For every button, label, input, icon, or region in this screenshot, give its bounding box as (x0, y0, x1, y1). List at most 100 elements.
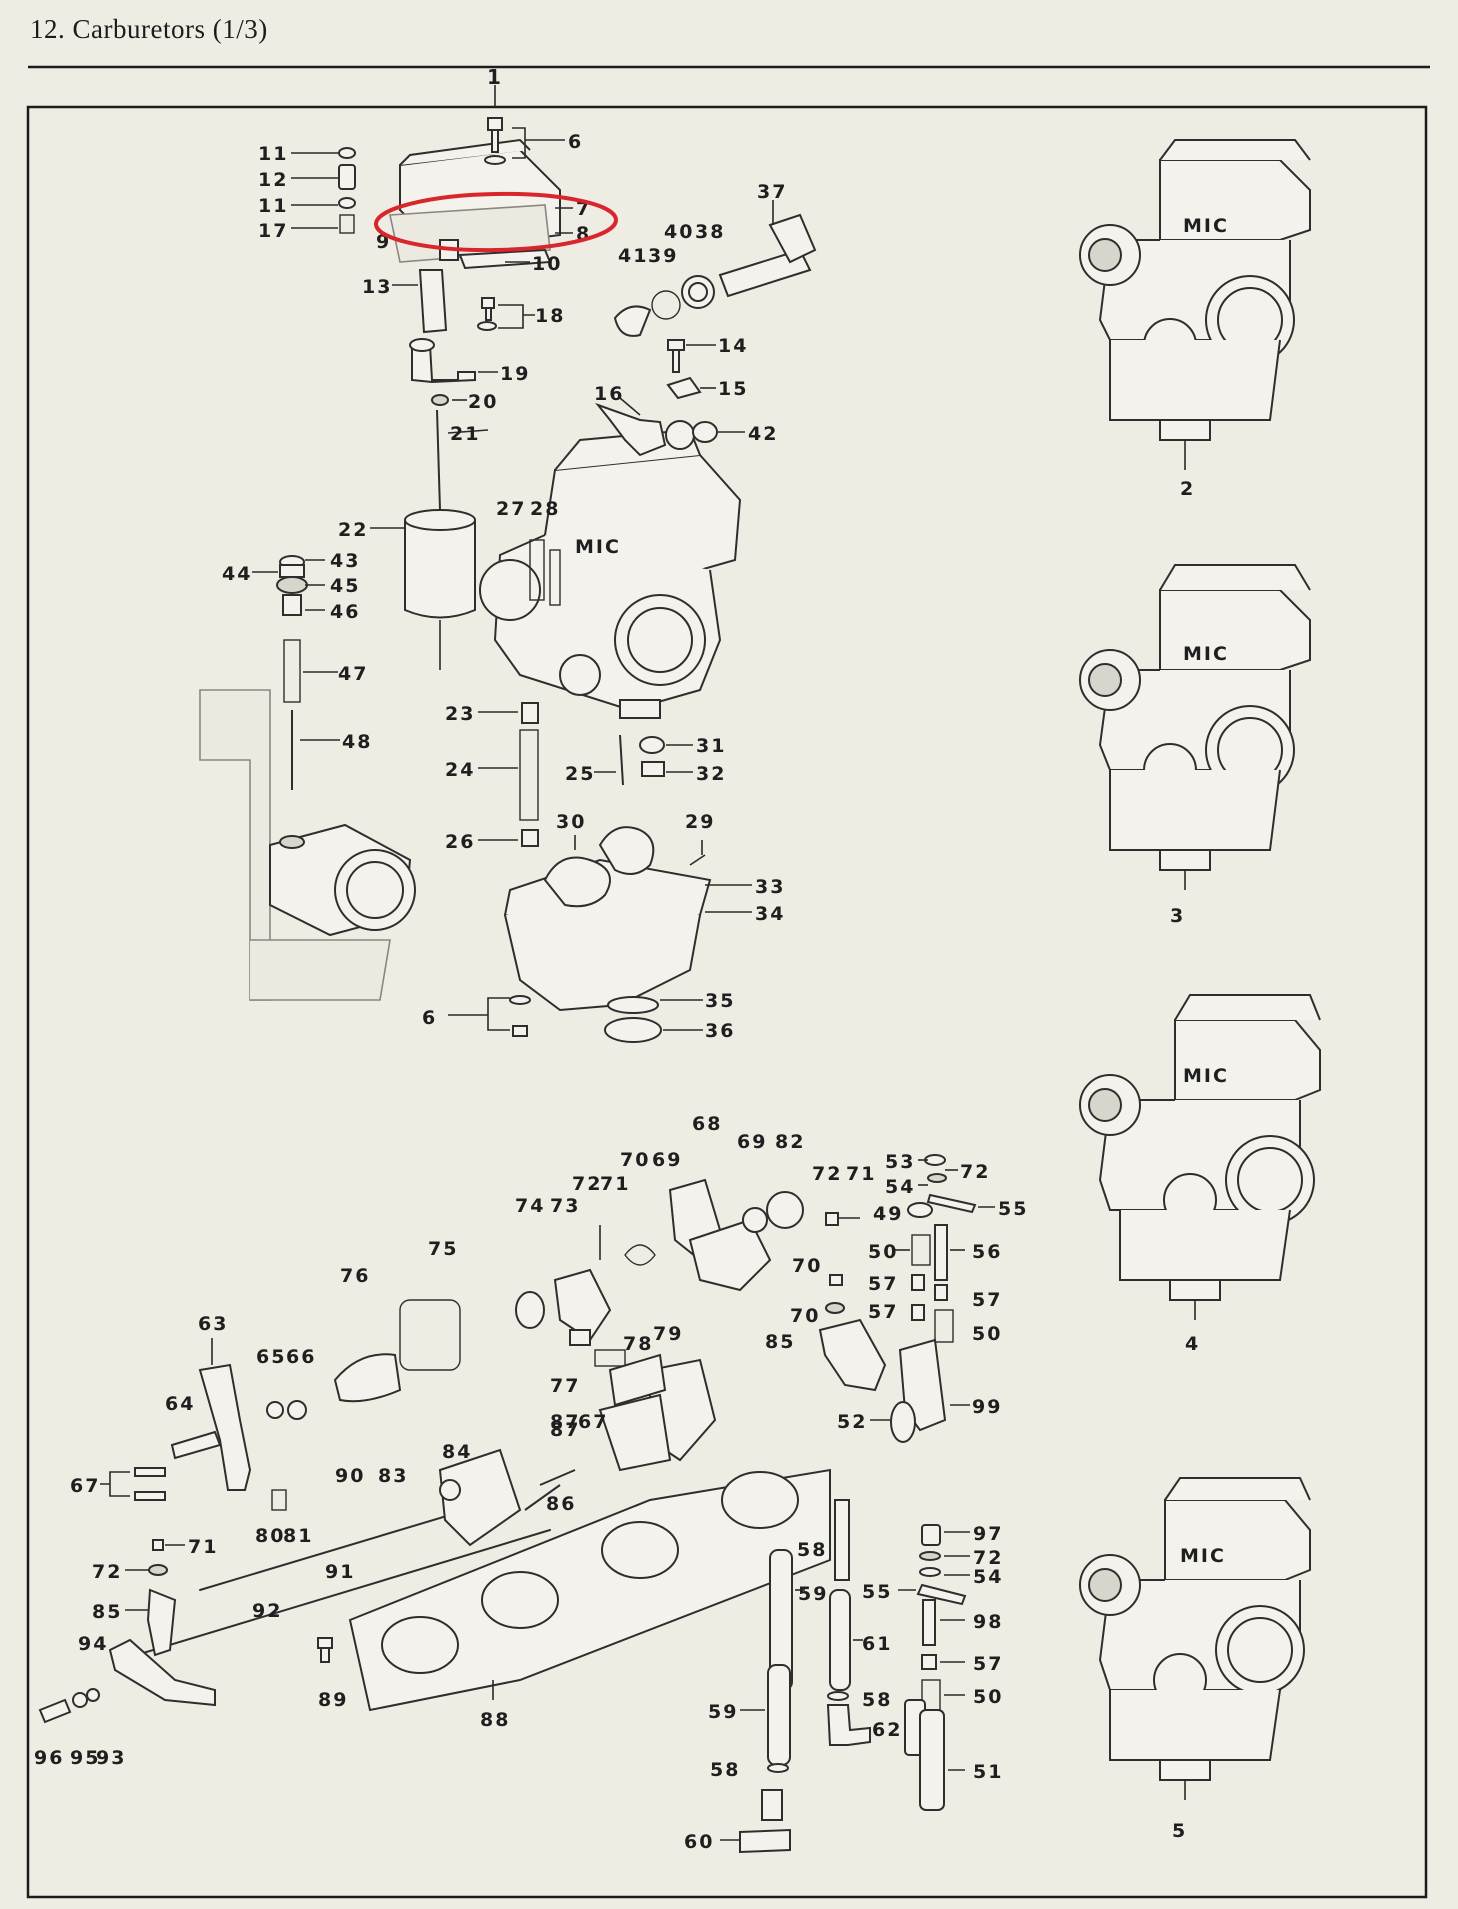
callout-label: 44 (222, 563, 252, 585)
callout-label: 3 (1170, 905, 1185, 927)
diagram-frame (26, 105, 1428, 1899)
callout-label: 61 (862, 1633, 892, 1655)
callout-label: 81 (283, 1525, 313, 1547)
callout-label: 47 (338, 663, 368, 685)
throttle-shaft-group: 37 40 38 41 39 14 15 (613, 181, 817, 400)
float-bowl-group: 23 24 26 25 31 32 29 30 33 34 35 36 (422, 702, 785, 1043)
callout-label: 76 (340, 1265, 370, 1287)
callout-label: 32 (696, 763, 726, 785)
main-part-label: 1 (487, 65, 503, 89)
callout-label: 70 (790, 1305, 820, 1327)
callout-label: 2 (1180, 478, 1195, 500)
callout-label: 57 (868, 1301, 898, 1323)
page-title: 12. Carburetors (1/3) (30, 14, 268, 44)
callout-label: 15 (718, 378, 748, 400)
callout-label: 25 (565, 763, 595, 785)
small-parts-stack: 11 12 11 17 (258, 143, 356, 242)
callout-label: 26 (445, 831, 475, 853)
throttle-slide-column: 13 19 20 21 22 18 (338, 269, 565, 670)
callout-label: 52 (837, 1411, 867, 1433)
callout-label: 70 (792, 1255, 822, 1277)
callout-label: 69 (737, 1131, 767, 1153)
callout-label: 24 (445, 759, 475, 781)
callout-label: 57 (868, 1273, 898, 1295)
callout-label: 18 (535, 305, 565, 327)
background-engine-outline (199, 689, 416, 1001)
callout-label: 71 (600, 1173, 630, 1195)
callout-label: 38 (695, 221, 725, 243)
callout-label: 87 (550, 1419, 580, 1441)
callout-label: 86 (546, 1493, 576, 1515)
callout-label: 57 (973, 1653, 1003, 1675)
callout-label: 75 (428, 1238, 458, 1260)
callout-label: 27 (496, 498, 526, 520)
callout-label: 69 (652, 1149, 682, 1171)
callout-label: 97 (973, 1523, 1003, 1545)
assembled-carburetor-5: 5 MIC (1079, 1477, 1311, 1842)
callout-label: 99 (972, 1396, 1002, 1418)
callout-label: 53 (885, 1151, 915, 1173)
callout-label: 17 (258, 220, 288, 242)
callout-label: 31 (696, 735, 726, 757)
callout-label: 92 (252, 1600, 282, 1622)
callout-label: 10 (532, 253, 562, 275)
callout-label: 65 (256, 1346, 286, 1368)
callout-label: 50 (972, 1323, 1002, 1345)
callout-label: 41 (618, 245, 648, 267)
svg-text:MIC: MIC (575, 536, 621, 558)
callout-label: 50 (973, 1686, 1003, 1708)
callout-label: 88 (480, 1709, 510, 1731)
callout-label: 79 (653, 1323, 683, 1345)
callout-label: 5 (1172, 1820, 1187, 1842)
callout-label: 67 (578, 1411, 608, 1433)
callout-label: 34 (755, 903, 785, 925)
callout-label: 96 (34, 1747, 64, 1769)
callout-label: 91 (325, 1561, 355, 1583)
callout-label: 21 (450, 423, 480, 445)
callout-label: 77 (550, 1375, 580, 1397)
callout-label: 54 (973, 1566, 1003, 1588)
callout-label: 82 (775, 1131, 805, 1153)
pilot-adjuster-group: 43 45 46 44 47 48 (222, 550, 370, 790)
callout-label: 40 (664, 221, 694, 243)
callout-label: 93 (96, 1747, 126, 1769)
callout-label: 78 (623, 1333, 653, 1355)
callout-label: 54 (885, 1176, 915, 1198)
callout-label: 71 (846, 1163, 876, 1185)
callout-label: 56 (972, 1241, 1002, 1263)
callout-label: 29 (685, 811, 715, 833)
callout-label: 20 (468, 391, 498, 413)
callout-label: 6 (568, 131, 583, 153)
callout-label: 35 (705, 990, 735, 1012)
highlight-ring (374, 191, 618, 253)
callout-label: 58 (710, 1759, 740, 1781)
svg-text:MIC: MIC (1180, 1545, 1226, 1567)
callout-label: 11 (258, 195, 288, 217)
callout-label: 72 (572, 1173, 602, 1195)
callout-label: 23 (445, 703, 475, 725)
svg-text:MIC: MIC (1183, 215, 1229, 237)
callout-label: 73 (550, 1195, 580, 1217)
carburetor-body-exploded: MIC 16 42 27 28 (479, 383, 776, 719)
callout-label: 59 (798, 1583, 828, 1605)
callout-label: 16 (594, 383, 624, 405)
callout-label: 85 (765, 1331, 795, 1353)
linkage-and-manifold-group: 88 83 90 92 91 84 75 76 63 64 65 66 67 8… (34, 1113, 1026, 1854)
callout-label: 85 (92, 1601, 122, 1623)
callout-label: 58 (797, 1539, 827, 1561)
assembled-carburetor-3: 3 MIC (1079, 564, 1311, 927)
callout-label: 84 (442, 1441, 472, 1463)
callout-label: 13 (362, 276, 392, 298)
callout-label: 95 (70, 1747, 100, 1769)
callout-label: 70 (620, 1149, 650, 1171)
callout-label: 11 (258, 143, 288, 165)
callout-label: 19 (500, 363, 530, 385)
callout-label: 67 (70, 1475, 100, 1497)
callout-label: 39 (648, 245, 678, 267)
callout-label: 51 (973, 1761, 1003, 1783)
callout-label: 45 (330, 575, 360, 597)
callout-label: 57 (972, 1289, 1002, 1311)
callout-label: 43 (330, 550, 360, 572)
callout-label: 36 (705, 1020, 735, 1042)
callout-label: 14 (718, 335, 748, 357)
